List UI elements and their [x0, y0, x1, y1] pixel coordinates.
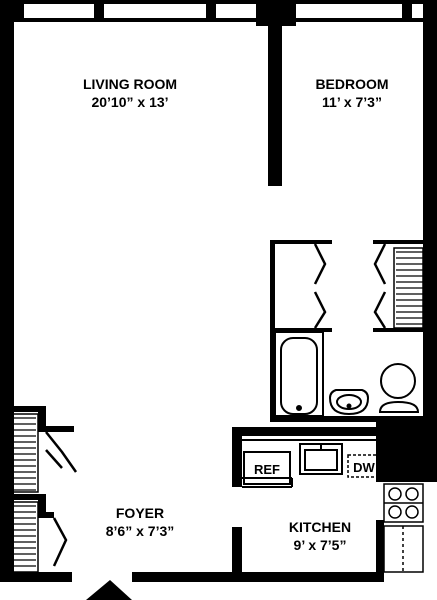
entry-arrow	[86, 580, 132, 600]
interior-walls	[10, 22, 423, 582]
dishwasher: DW	[347, 454, 381, 478]
bathroom-sink	[328, 389, 370, 416]
kitchen-size: 9’ x 7’5”	[294, 537, 347, 553]
living-room-size: 20’10” x 13’	[91, 94, 168, 110]
kitchen-name: KITCHEN	[289, 519, 351, 535]
foyer-name: FOYER	[116, 505, 164, 521]
bedroom-size: 11’ x 7’3”	[322, 94, 382, 110]
closet-shelving	[14, 251, 423, 567]
dishwasher-label: DW	[353, 460, 375, 475]
bifold-doors	[45, 243, 387, 567]
foyer-size: 8’6” x 7’3”	[106, 523, 175, 539]
stove	[383, 483, 424, 523]
kitchen-cabinet	[383, 525, 424, 573]
exterior-walls	[0, 0, 437, 582]
bathtub	[274, 331, 324, 417]
refrigerator-label: REF	[254, 462, 280, 477]
toilet	[378, 363, 420, 413]
living-room-name: LIVING ROOM	[83, 76, 177, 92]
kitchen-sink	[299, 443, 343, 475]
closet-frames	[11, 247, 424, 573]
bedroom-name: BEDROOM	[315, 76, 388, 92]
refrigerator: REF	[243, 451, 291, 485]
windows	[28, 5, 423, 17]
